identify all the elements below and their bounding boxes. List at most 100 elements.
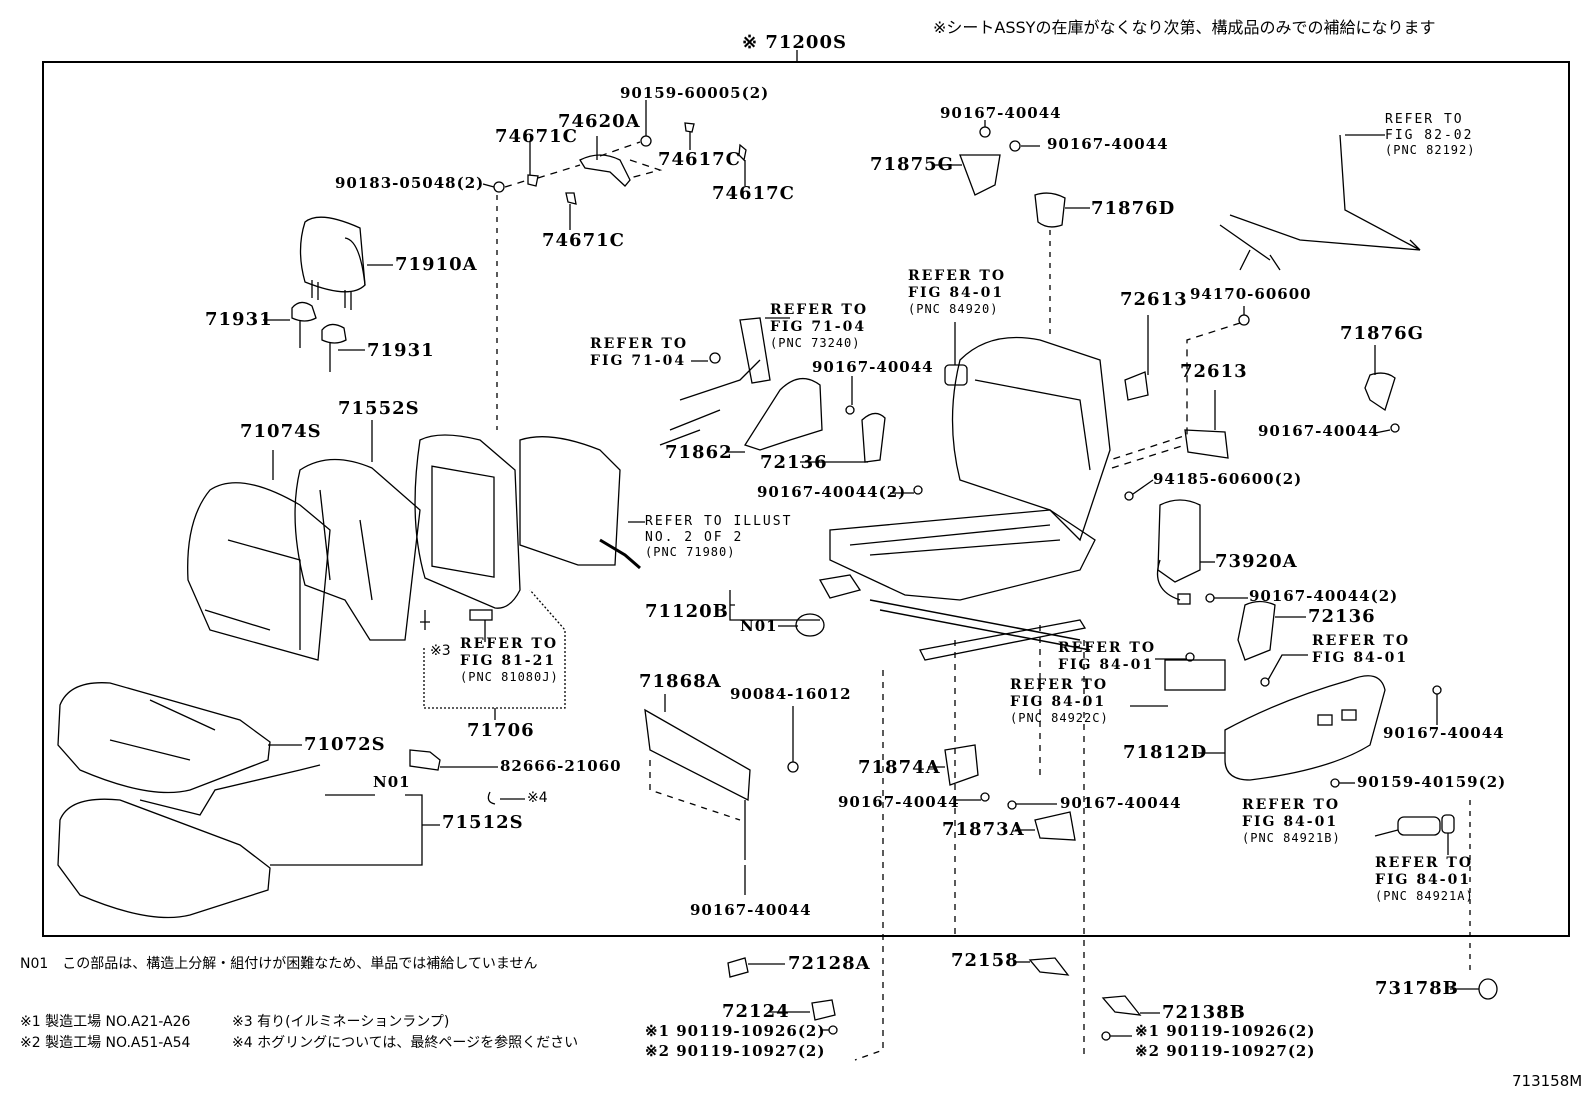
part-71072S[interactable]: 71072S: [304, 734, 386, 755]
screw-icon: [980, 792, 990, 802]
part-71512S[interactable]: 71512S: [442, 812, 524, 833]
reference-fig81-21[interactable]: REFER TO FIG 81-21 (PNC 81080J): [460, 636, 559, 684]
connector-82666-drawing: [409, 749, 441, 771]
footnote-2: ※2 製造工場 NO.A51-A54: [20, 1035, 191, 1051]
reference-line: REFER TO: [908, 268, 1007, 284]
reference-line: REFER TO: [1058, 640, 1157, 656]
reference-pnc: (PNC 84921A): [1375, 888, 1474, 903]
part-90167-40044-arm[interactable]: 90167-40044: [1383, 724, 1505, 742]
reference-pnc: (PNC 82192): [1385, 143, 1476, 158]
part-72138B[interactable]: 72138B: [1162, 1002, 1246, 1023]
reference-fig84-01-top[interactable]: REFER TO FIG 84-01 (PNC 84920): [908, 268, 1006, 316]
reference-line: REFER TO: [1312, 633, 1411, 649]
part-74671C-top[interactable]: 74671C: [495, 126, 578, 147]
part-72124[interactable]: 72124: [722, 1001, 790, 1022]
reference-fig84-01-c[interactable]: REFER TO FIG 84-01 (PNC 84922C): [1010, 677, 1109, 725]
part-74671C-bottom[interactable]: 74671C: [542, 230, 625, 251]
part-90159-40159[interactable]: 90159-40159(2): [1357, 773, 1507, 791]
part-94185-60600[interactable]: 94185-60600(2): [1153, 470, 1303, 488]
reference-fig84-01-a[interactable]: REFER TO FIG 84-01: [1058, 640, 1156, 674]
reference-pnc: (PNC 84921B): [1242, 830, 1341, 845]
part-71910A[interactable]: 71910A: [395, 254, 478, 275]
reference-fig82-02[interactable]: REFER TO FIG 82-02 (PNC 82192): [1385, 112, 1475, 158]
reference-line: REFER TO: [590, 336, 689, 352]
part-90167-40044-low1[interactable]: 90167-40044: [838, 793, 960, 811]
part-90167-40044-bottom[interactable]: 90167-40044: [690, 901, 812, 919]
part-73178B[interactable]: 73178B: [1375, 978, 1459, 999]
part-71706[interactable]: 71706: [467, 720, 535, 741]
part-90167-40044-2a[interactable]: 90167-40044(2): [757, 483, 907, 501]
part-90183-05048[interactable]: 90183-05048(2): [335, 174, 485, 192]
reference-line: REFER TO ILLUST: [645, 514, 793, 529]
part-90167-40044-right[interactable]: 90167-40044: [1258, 422, 1380, 440]
headrest-support-right: [321, 323, 347, 372]
reference-fig71-04-b[interactable]: REFER TO FIG 71-04: [590, 336, 688, 370]
screw-set-left-1[interactable]: ※1 90119-10926(2): [645, 1022, 826, 1040]
part-72158[interactable]: 72158: [951, 950, 1019, 971]
screw-set-right-2[interactable]: ※2 90119-10927(2): [1135, 1042, 1316, 1060]
part-90167-40044-2b[interactable]: 90167-40044(2): [1249, 587, 1399, 605]
reference-line: NO. 2 OF 2: [645, 529, 744, 545]
part-72136-b[interactable]: 72136: [1308, 606, 1376, 627]
assembly-part-number[interactable]: ※ 71200S: [742, 32, 847, 53]
part-74617C-a[interactable]: 74617C: [658, 149, 741, 170]
reference-pnc: (PNC 84922C): [1010, 710, 1109, 725]
part-71876G[interactable]: 71876G: [1340, 323, 1424, 344]
part-74620A[interactable]: 74620A: [558, 111, 641, 132]
part-90167-40044-top1[interactable]: 90167-40044: [940, 104, 1062, 122]
part-90167-40044-top2[interactable]: 90167-40044: [1047, 135, 1169, 153]
screw-set-right-1[interactable]: ※1 90119-10926(2): [1135, 1022, 1316, 1040]
reference-fig84-01-e[interactable]: REFER TO FIG 84-01 (PNC 84921A): [1375, 855, 1474, 903]
leader-94185-60600: [1132, 479, 1154, 495]
reference-line: FIG 71-04: [590, 352, 687, 369]
part-72136-a[interactable]: 72136: [760, 452, 828, 473]
part-71120B[interactable]: 71120B: [645, 601, 729, 622]
star3-marker: ※3: [430, 643, 451, 659]
part-90084-16012[interactable]: 90084-16012: [730, 685, 852, 703]
part-71931-b[interactable]: 71931: [367, 340, 435, 361]
part-72128A[interactable]: 72128A: [788, 953, 871, 974]
part-71875G[interactable]: 71875G: [870, 154, 954, 175]
cap-72124-drawing: [811, 999, 836, 1021]
leader-90183-05048: [482, 183, 495, 188]
part-71931-a[interactable]: 71931: [205, 309, 273, 330]
leader-90167-40044-right: [1374, 429, 1391, 434]
part-71876D[interactable]: 71876D: [1091, 198, 1176, 219]
part-90167-40044-low2[interactable]: 90167-40044: [1060, 794, 1182, 812]
part-74617C-b[interactable]: 74617C: [712, 183, 795, 204]
reference-pnc: (PNC 81080J): [460, 669, 559, 684]
reference-fig84-01-d[interactable]: REFER TO FIG 84-01 (PNC 84921B): [1242, 797, 1341, 845]
footnote-4: ※4 ホグリングについては、最終ページを参照ください: [232, 1035, 579, 1051]
leader-fig84-01-b: [1267, 654, 1308, 681]
reference-illust[interactable]: REFER TO ILLUST NO. 2 OF 2 (PNC 71980): [645, 514, 792, 560]
wire-harness-drawing: [1219, 134, 1421, 271]
trim-71868A-drawing: [644, 708, 751, 802]
reference-line: FIG 84-01: [908, 284, 1005, 301]
part-72613-b[interactable]: 72613: [1180, 361, 1248, 382]
side-shield-71812D-drawing: [1224, 675, 1386, 781]
part-94170-60600[interactable]: 94170-60600: [1190, 285, 1312, 303]
part-71552S[interactable]: 71552S: [338, 398, 420, 419]
part-72613-a[interactable]: 72613: [1120, 289, 1188, 310]
part-71812D[interactable]: 71812D: [1123, 742, 1208, 763]
reference-fig84-01-b[interactable]: REFER TO FIG 84-01: [1312, 633, 1410, 667]
part-71874A[interactable]: 71874A: [858, 757, 941, 778]
lamp-drawing: [469, 609, 493, 621]
part-73920A[interactable]: 73920A: [1215, 551, 1298, 572]
part-71862[interactable]: 71862: [665, 442, 733, 463]
screw-set-left-2[interactable]: ※2 90119-10927(2): [645, 1042, 826, 1060]
part-71074S[interactable]: 71074S: [240, 421, 322, 442]
screw-icon: [1432, 685, 1442, 695]
part-90159-60005[interactable]: 90159-60005(2): [620, 84, 770, 102]
reference-fig71-04-a[interactable]: REFER TO FIG 71-04 (PNC 73240): [770, 302, 868, 350]
part-71873A[interactable]: 71873A: [942, 819, 1025, 840]
cover-71876G-drawing: [1364, 372, 1396, 412]
part-82666-21060[interactable]: 82666-21060: [500, 757, 622, 775]
screw-icon: [828, 1025, 838, 1035]
reference-line: FIG 84-01: [1375, 871, 1472, 888]
screw-icon: [1185, 652, 1195, 662]
part-90167-40044-mid[interactable]: 90167-40044: [812, 358, 934, 376]
part-71868A[interactable]: 71868A: [639, 671, 722, 692]
screw-icon: [1390, 423, 1400, 433]
switch-84922C-drawing: [1164, 659, 1226, 691]
